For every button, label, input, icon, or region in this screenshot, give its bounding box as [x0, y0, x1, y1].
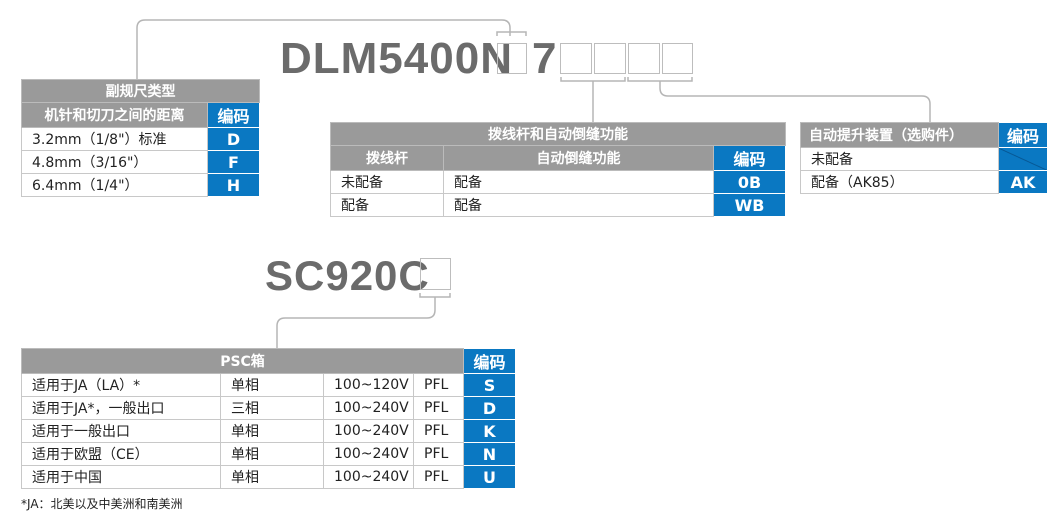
row-code-none: [998, 147, 1048, 171]
lifter-table: 自动提升装置（选购件）编码 未配备 配备（AK85）AK: [800, 122, 1048, 194]
row-region: 适用于欧盟（CE）: [21, 442, 221, 466]
wiper-title: 拨线杆和自动倒缝功能: [330, 122, 786, 146]
row-wiper: 未配备: [330, 170, 444, 194]
row-code: K: [463, 419, 516, 443]
code-slot-lifter-2: [662, 43, 693, 74]
row-code: D: [463, 396, 516, 420]
row-phase: 单相: [220, 419, 324, 443]
code-slot-ruler: [497, 43, 527, 74]
code-slot-lifter-1: [628, 43, 660, 74]
code-header: 编码: [713, 145, 786, 171]
row-code: WB: [713, 193, 786, 217]
row-code: F: [207, 150, 260, 174]
row-phase: 三相: [220, 396, 324, 420]
code-header: 编码: [998, 122, 1048, 148]
row-phase: 单相: [220, 442, 324, 466]
connector-lifter: [627, 77, 931, 122]
row-code: D: [207, 127, 260, 151]
row-region: 适用于一般出口: [21, 419, 221, 443]
row-backtack: 配备: [443, 170, 714, 194]
bracket-ruler: [496, 31, 527, 36]
row-region: 适用于JA（LA）*: [21, 373, 221, 397]
row-voltage: 100~240V: [323, 465, 414, 489]
code-slot-wiper-1: [560, 43, 592, 74]
code-slot-wiper-2: [594, 43, 626, 74]
row-label: 3.2mm（1/8"）标准: [21, 127, 208, 151]
model-fixed-7: 7: [532, 34, 558, 83]
connector-ruler: [136, 19, 511, 79]
row-type: PFL: [413, 419, 464, 443]
row-code: S: [463, 373, 516, 397]
row-wiper: 配备: [330, 193, 444, 217]
row-code: N: [463, 442, 516, 466]
row-phase: 单相: [220, 373, 324, 397]
row-type: PFL: [413, 373, 464, 397]
model-sc920c: SC920C: [265, 252, 430, 299]
row-backtack: 配备: [443, 193, 714, 217]
row-label: 4.8mm（3/16"）: [21, 150, 208, 174]
row-region: 适用于中国: [21, 465, 221, 489]
model-dlm5400n: DLM5400N: [280, 34, 513, 83]
footnote: *JA：北美以及中美洲和南美洲: [21, 497, 183, 511]
row-label: 未配备: [800, 147, 999, 171]
table-row: 配备（AK85）AK: [800, 170, 1048, 194]
row-code: U: [463, 465, 516, 489]
row-label: 配备（AK85）: [800, 170, 999, 194]
code-header: 编码: [463, 348, 516, 374]
row-type: PFL: [413, 396, 464, 420]
code-header: 编码: [207, 102, 260, 128]
row-label: 6.4mm（1/4"）: [21, 173, 208, 197]
table-row: 4.8mm（3/16"）F: [21, 150, 260, 174]
row-code: H: [207, 173, 260, 197]
table-row: 6.4mm（1/4"）H: [21, 173, 260, 197]
row-voltage: 100~240V: [323, 396, 414, 420]
connector-wiper: [560, 77, 626, 122]
lifter-header: 自动提升装置（选购件）: [800, 122, 999, 148]
row-code: AK: [998, 170, 1048, 194]
psc-title: PSC箱: [21, 348, 464, 374]
row-code: 0B: [713, 170, 786, 194]
ruler-title: 副规尺类型: [21, 79, 260, 103]
connector-psc: [276, 293, 451, 348]
wiper-header: 拨线杆: [330, 145, 444, 171]
row-voltage: 100~240V: [323, 419, 414, 443]
row-voltage: 100~240V: [323, 442, 414, 466]
row-type: PFL: [413, 442, 464, 466]
backtack-header: 自动倒缝功能: [443, 145, 714, 171]
row-type: PFL: [413, 465, 464, 489]
code-slot-psc: [420, 258, 451, 290]
table-row: 未配备: [800, 147, 1048, 171]
ruler-header: 机针和切刀之间的距离: [21, 102, 208, 128]
row-region: 适用于JA*，一般出口: [21, 396, 221, 420]
row-voltage: 100~120V: [323, 373, 414, 397]
row-phase: 单相: [220, 465, 324, 489]
